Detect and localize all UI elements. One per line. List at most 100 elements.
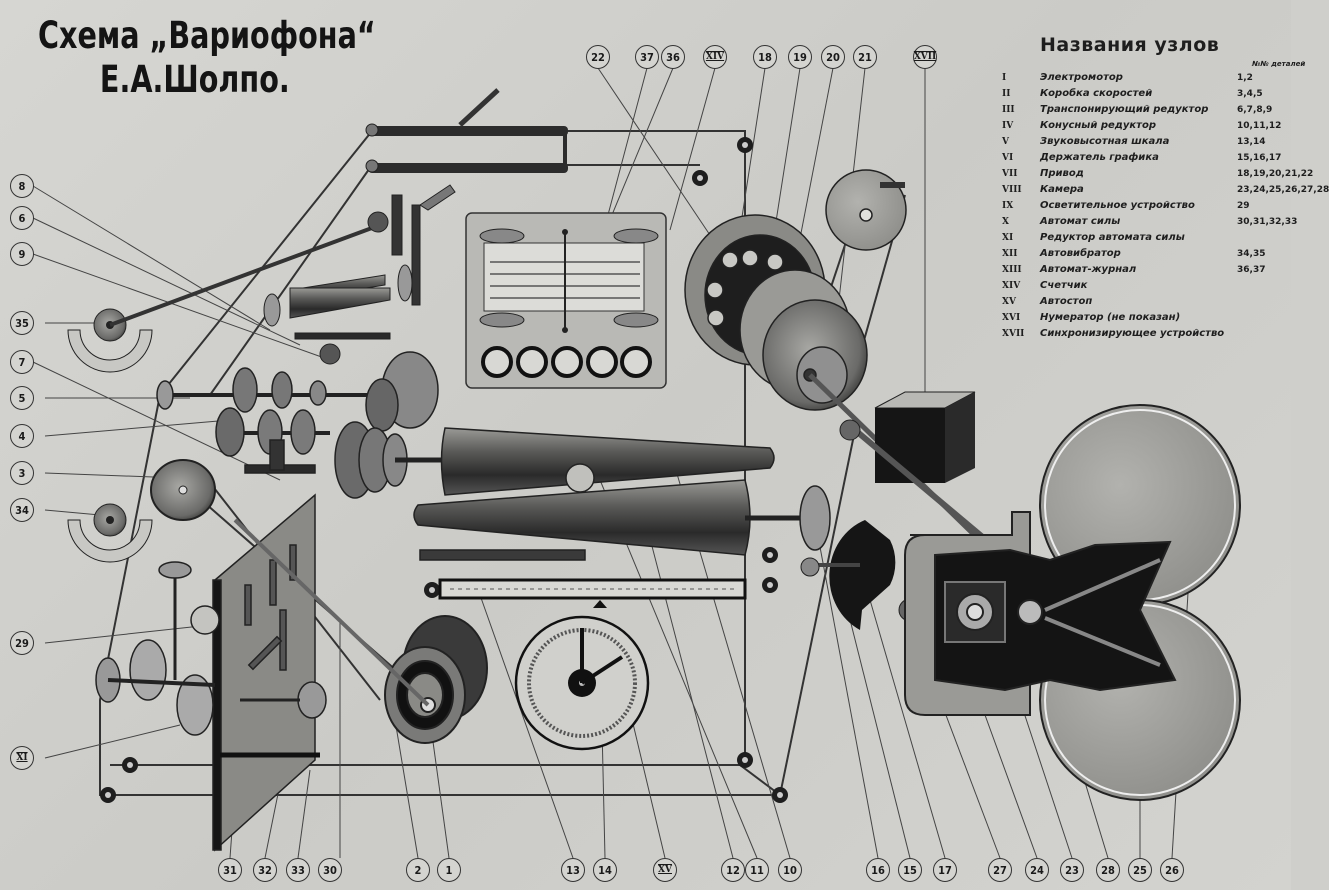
callout-8: 8 <box>10 174 34 198</box>
legend-parts: 13,14 <box>1237 137 1266 147</box>
callout-16: 16 <box>866 858 890 882</box>
callout-29: 29 <box>10 631 34 655</box>
callout-12: 12 <box>721 858 745 882</box>
legend-roman: XIII <box>1002 265 1022 275</box>
idler-pulleys <box>100 137 788 803</box>
legend-roman: IX <box>1002 201 1014 211</box>
legend-name: Нумератор (не показан) <box>1040 312 1181 323</box>
callout-15: 15 <box>898 858 922 882</box>
callout-27: 27 <box>988 858 1012 882</box>
legend-row: III Транспонирующий редуктор 6,7,8,9 <box>1000 102 1291 118</box>
legend-name: Автостоп <box>1040 296 1093 307</box>
legend-name: Счетчик <box>1040 280 1088 291</box>
legend-roman: XI <box>1002 233 1014 243</box>
callout-5: 5 <box>10 386 34 410</box>
callout-14: 14 <box>593 858 617 882</box>
callout-22: 22 <box>586 45 610 69</box>
legend-row: XV Автостоп <box>1000 294 1291 310</box>
small-cone-assembly <box>263 184 456 365</box>
legend-name: Синхронизирующее устройство <box>1040 328 1225 339</box>
legend-roman: XV <box>1002 297 1016 307</box>
counter-dials <box>481 346 652 378</box>
callout-37: 37 <box>635 45 659 69</box>
legend-name: Электромотор <box>1040 72 1123 83</box>
lever-bars <box>365 88 568 173</box>
legend-name: Автомат-журнал <box>1040 264 1137 275</box>
autovibrator-35 <box>67 223 381 373</box>
callout-xv: XV <box>653 858 677 882</box>
legend-roman: III <box>1002 105 1015 115</box>
legend-name: Транспонирующий редуктор <box>1040 104 1209 115</box>
legend-name: Привод <box>1040 168 1084 179</box>
callout-34: 34 <box>10 498 34 522</box>
legend-row: XI Редуктор автомата силы <box>1000 230 1291 246</box>
callout-25: 25 <box>1128 858 1152 882</box>
legend-row: XIII Автомат-журнал 36,37 <box>1000 262 1291 278</box>
legend-roman: IV <box>1002 121 1014 131</box>
drive-assembly <box>684 169 1002 562</box>
legend-parts: 36,37 <box>1237 265 1266 275</box>
callout-11: 11 <box>745 858 769 882</box>
legend-name: Осветительное устройство <box>1040 200 1195 211</box>
callout-9: 9 <box>10 242 34 266</box>
callout-2: 2 <box>406 858 430 882</box>
power-automat <box>95 493 327 852</box>
legend-name: Редуктор автомата силы <box>1040 232 1185 243</box>
autovibrator-34 <box>67 503 153 563</box>
legend-roman: VIII <box>1002 185 1022 195</box>
electric-motor <box>233 518 488 744</box>
callout-18: 18 <box>753 45 777 69</box>
legend-name: Конусный редуктор <box>1040 120 1156 131</box>
mechanism-drawing <box>32 67 1241 859</box>
callout-xiv: XIV <box>703 45 727 69</box>
callout-33: 33 <box>286 858 310 882</box>
callout-19: 19 <box>788 45 812 69</box>
legend-parts: 34,35 <box>1237 249 1266 259</box>
legend-parts: 23,24,25,26,27,28 <box>1237 185 1329 195</box>
callout-20: 20 <box>821 45 845 69</box>
legend-name: Коробка скоростей <box>1040 88 1153 99</box>
callout-7: 7 <box>10 350 34 374</box>
cone-reducer <box>413 427 831 561</box>
legend-parts: 1,2 <box>1237 73 1253 83</box>
callout-10: 10 <box>778 858 802 882</box>
legend-roman: XII <box>1002 249 1018 259</box>
legend-parts: 29 <box>1237 201 1250 211</box>
callout-3: 3 <box>10 461 34 485</box>
callout-24: 24 <box>1025 858 1049 882</box>
legend-name: Держатель графика <box>1040 152 1159 163</box>
legend-roman: VII <box>1002 169 1018 179</box>
title-line-1: Схема „Вариофона“ <box>38 14 376 57</box>
legend-column-header: №№ деталей <box>1252 60 1306 68</box>
legend-roman: X <box>1002 217 1009 227</box>
legend-parts: 30,31,32,33 <box>1237 217 1298 227</box>
callout-21: 21 <box>853 45 877 69</box>
callout-35: 35 <box>10 311 34 335</box>
callout-23: 23 <box>1060 858 1084 882</box>
callout-xi: XI <box>10 746 34 770</box>
legend-parts: 6,7,8,9 <box>1237 105 1273 115</box>
pitch-scale <box>438 578 747 608</box>
autostop-dial <box>514 615 650 751</box>
legend-parts: 3,4,5 <box>1237 89 1263 99</box>
legend-roman: I <box>1002 73 1007 83</box>
callout-4: 4 <box>10 424 34 448</box>
callout-13: 13 <box>561 858 585 882</box>
legend-parts: 15,16,17 <box>1237 153 1282 163</box>
title-line-2: Е.А.Шолпо. <box>99 58 290 101</box>
callout-36: 36 <box>661 45 685 69</box>
gearbox <box>156 351 445 499</box>
pulley-3 <box>150 459 216 521</box>
legend-name: Автовибратор <box>1040 248 1121 259</box>
